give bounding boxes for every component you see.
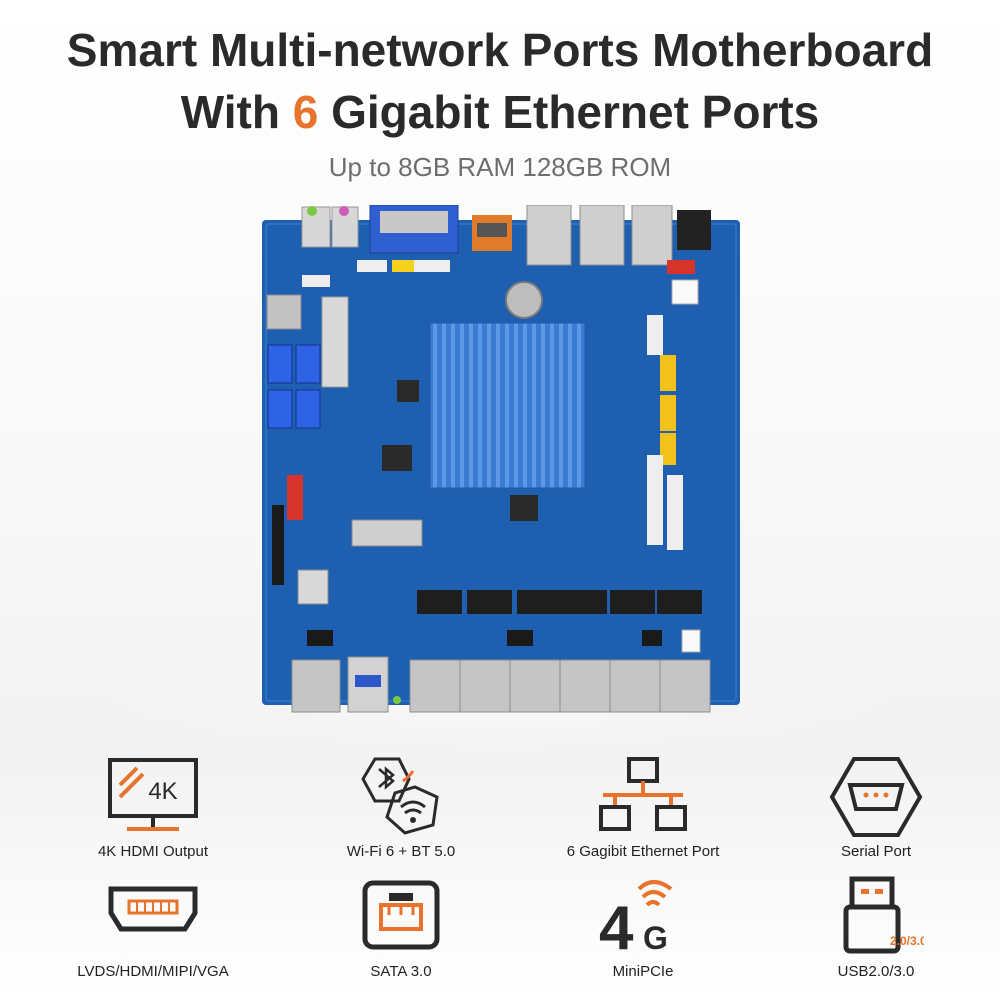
page-title: Smart Multi-network Ports Motherboard <box>66 24 934 76</box>
feature-label: USB2.0/3.0 <box>837 963 915 980</box>
motherboard-image <box>262 205 740 713</box>
feature-label: Wi-Fi 6 + BT 5.0 <box>346 843 456 860</box>
4k-badge: 4K <box>148 778 177 805</box>
feature-label: MiniPCIe <box>612 963 674 980</box>
feature-ethernet: 6 Gagibit Ethernet Port <box>533 755 753 865</box>
page-subtitle: Up to 8GB RAM 128GB ROM <box>328 152 672 182</box>
feature-label: Serial Port <box>840 843 912 860</box>
feature-serial: Serial Port <box>766 755 986 865</box>
feature-label: LVDS/HDMI/MIPI/VGA <box>77 963 229 980</box>
monitor-4k-icon: 4K <box>108 758 198 831</box>
feature-label: SATA 3.0 <box>370 963 432 980</box>
feature-hdmi: 4K 4K HDMI Output <box>43 755 263 865</box>
4g-big-digit: 4 <box>599 894 634 957</box>
feature-label: 4K HDMI Output <box>97 843 209 860</box>
serial-port-icon <box>829 757 923 837</box>
feature-sata: SATA 3.0 <box>291 875 511 990</box>
4g-letter: G <box>643 920 668 956</box>
usb-version-badge: 2.0/3.0 <box>890 934 924 948</box>
feature-minipcie: 4 G MiniPCIe <box>533 875 753 990</box>
port-count-highlight: 6 <box>292 86 319 138</box>
wifi-bluetooth-icon <box>361 757 439 835</box>
network-topology-icon <box>599 757 687 831</box>
feature-wifi-bt: Wi-Fi 6 + BT 5.0 <box>291 755 511 865</box>
4g-signal-icon: 4 G <box>599 880 673 957</box>
feature-usb: 2.0/3.0 USB2.0/3.0 <box>766 875 986 990</box>
feature-display-interfaces: LVDS/HDMI/MIPI/VGA <box>43 875 263 990</box>
page-title-line2: With 6 Gigabit Ethernet Ports <box>180 86 820 138</box>
sata-port-icon <box>362 880 440 950</box>
feature-label: 6 Gagibit Ethernet Port <box>566 843 720 860</box>
usb-port-icon: 2.0/3.0 <box>843 876 924 954</box>
display-connector-icon <box>108 886 198 932</box>
